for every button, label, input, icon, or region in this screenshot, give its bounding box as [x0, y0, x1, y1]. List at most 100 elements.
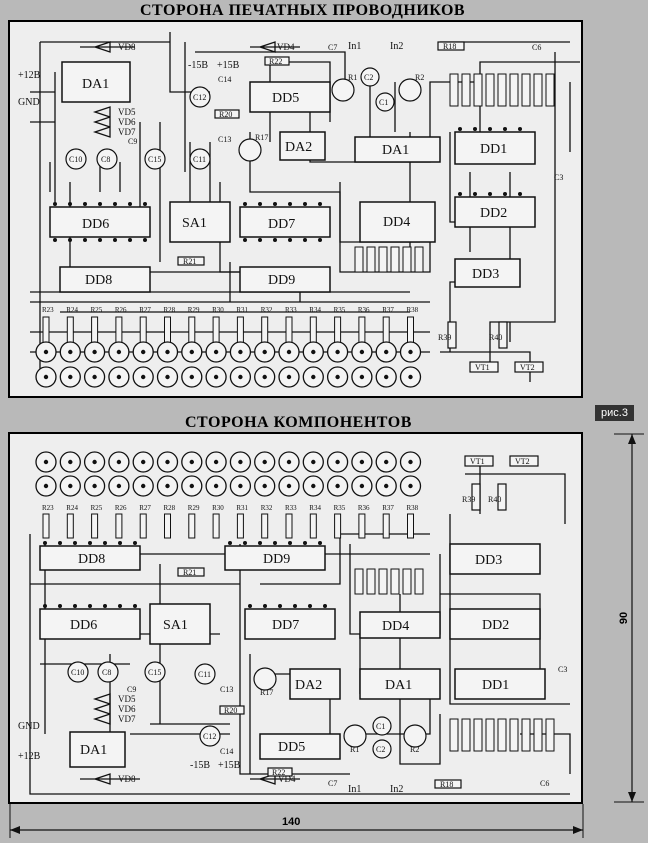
label-R1-bottom: R1 — [350, 745, 359, 754]
label-C1-bottom: C1 — [376, 722, 385, 731]
bottom-resistor-R24 — [66, 513, 74, 539]
label-VD4: VD4 — [277, 42, 295, 52]
bottom-resistor-label-R25: R25 — [91, 504, 103, 512]
label-R17: R17 — [255, 133, 268, 142]
top-led-pad-hole — [238, 374, 243, 380]
bottom-led-pad-hole — [116, 459, 122, 465]
bottom-resistor-R32 — [261, 513, 269, 539]
chip-DD8-bottom: DD8 — [78, 552, 105, 567]
label-R1: R1 — [348, 73, 357, 82]
top-led-pad-hole — [286, 349, 292, 355]
chip-DD4-bottom: DD4 — [382, 619, 409, 634]
top-led-pad-hole — [384, 349, 389, 355]
bottom-resistor-label-R27: R27 — [139, 504, 151, 512]
label-in2-bottom: In2 — [390, 784, 403, 795]
chip-DD5: DD5 — [272, 91, 299, 106]
label-C9-bottom: C9 — [127, 685, 136, 694]
chip-DD6: DD6 — [82, 217, 109, 232]
top-led-pad-hole — [262, 374, 267, 380]
bottom-led-pad-hole — [359, 459, 365, 465]
bottom-resistor-R29 — [188, 513, 196, 539]
bottom-resistor-label-R28: R28 — [164, 504, 176, 512]
top-resistor-R26 — [115, 316, 123, 344]
top-led-pad-hole — [92, 349, 97, 355]
figure-label: рис.3 — [595, 405, 634, 421]
bottom-led-pad-hole — [141, 459, 146, 465]
bottom-led-pad-hole — [189, 483, 194, 489]
chip-DA1-top-side: DA1 — [382, 143, 409, 158]
top-resistor-label-R24: R24 — [66, 306, 78, 314]
top-resistor-label-R32: R32 — [261, 306, 273, 314]
chip-DD9: DD9 — [268, 273, 295, 288]
top-led-pad-hole — [189, 349, 194, 355]
label-C15: C15 — [148, 155, 161, 164]
label-gnd: GND — [18, 97, 40, 108]
bottom-resistor-R30 — [212, 513, 220, 539]
bottom-resistor-label-R29: R29 — [188, 504, 200, 512]
label-R2-bottom: R2 — [410, 745, 419, 754]
label-VT2-bottom: VT2 — [515, 457, 530, 466]
label-minus15v-bottom: -15В — [190, 760, 210, 771]
label-VD4-bottom: VD4 — [278, 774, 296, 784]
bottom-resistor-R27 — [139, 513, 147, 539]
label-C10-bottom: C10 — [71, 668, 84, 677]
bottom-resistor-label-R37: R37 — [382, 504, 394, 512]
label-plus12v-bottom: +12В — [18, 751, 41, 762]
top-led-pad-hole — [213, 349, 219, 355]
bottom-resistor-R25 — [91, 513, 99, 539]
bottom-resistor-label-R36: R36 — [358, 504, 370, 512]
label-C2-bottom: C2 — [376, 745, 385, 754]
top-resistor-R32 — [261, 316, 269, 344]
bottom-resistor-R28 — [164, 513, 171, 539]
label-C15-bottom: C15 — [148, 668, 161, 677]
bottom-resistor-label-R33: R33 — [285, 504, 297, 512]
label-VD6: VD6 — [118, 117, 136, 127]
bottom-led-pad-hole — [262, 483, 267, 489]
label-C13: C13 — [218, 135, 231, 144]
label-VT1: VT1 — [475, 363, 490, 372]
top-led-pad-hole — [141, 374, 146, 380]
chip-DD3: DD3 — [472, 267, 499, 282]
top-led-pad-hole — [213, 374, 219, 380]
label-C6-bottom: C6 — [540, 779, 549, 788]
top-led-pad-hole — [238, 349, 243, 355]
chip-DD7: DD7 — [268, 217, 295, 232]
top-led-pad-hole — [141, 349, 146, 355]
bottom-led-pad-hole — [141, 483, 146, 489]
bottom-led-pad-hole — [92, 459, 97, 465]
bottom-led-pads — [35, 451, 422, 497]
label-C11-bottom: C11 — [198, 670, 211, 679]
top-resistor-label-R38: R38 — [407, 306, 419, 314]
label-R20-bottom: R20 — [224, 706, 237, 715]
top-led-pad-hole — [92, 374, 97, 380]
chip-DD2: DD2 — [480, 206, 507, 221]
bottom-side-title: СТОРОНА КОМПОНЕНТОВ — [185, 414, 412, 431]
label-C8: C8 — [101, 155, 110, 164]
bottom-resistor-R31 — [236, 513, 244, 539]
width-label: 140 — [282, 816, 301, 828]
top-resistor-R29 — [188, 316, 196, 344]
label-R39-bottom: R39 — [462, 495, 475, 504]
bottom-led-pad-hole — [384, 459, 389, 465]
bottom-resistor-label-R31: R31 — [236, 504, 248, 512]
chip-DD7-bottom: DD7 — [272, 618, 299, 633]
top-resistor-label-R26: R26 — [115, 306, 127, 314]
label-C10: C10 — [69, 155, 82, 164]
top-resistor-R34 — [309, 316, 317, 344]
top-led-pad-hole — [335, 349, 340, 355]
top-led-pad-hole — [384, 374, 389, 380]
label-R18-bottom: R18 — [440, 780, 453, 789]
bottom-led-pad-hole — [262, 459, 267, 465]
chip-DA1-bottom-upper: DA1 — [385, 678, 412, 693]
bottom-led-pad-hole — [68, 459, 73, 465]
top-led-pad-hole — [262, 349, 267, 355]
chip-DA1: DA1 — [82, 77, 109, 92]
label-VD7-bottom: VD7 — [118, 714, 136, 724]
bottom-resistor-R38 — [407, 513, 414, 539]
bottom-led-pad-hole — [359, 483, 365, 489]
label-C8-bottom: C8 — [102, 668, 111, 677]
label-plus15v-bottom: +15В — [218, 760, 241, 771]
chip-DA1-bottom: DA1 — [80, 743, 107, 758]
label-R40-bottom: R40 — [488, 495, 501, 504]
